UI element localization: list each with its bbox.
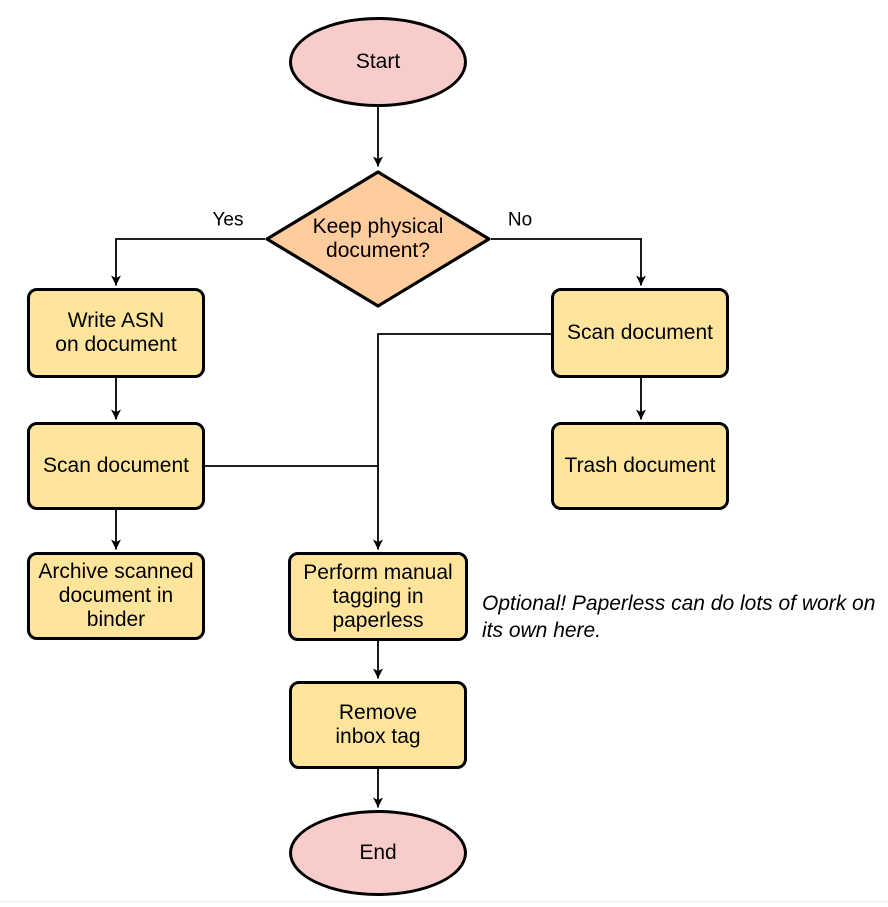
node-trash-document: Trash document bbox=[551, 422, 729, 510]
edge-decision-yes-to-write-asn bbox=[111, 238, 265, 286]
node-start: Start bbox=[289, 17, 467, 107]
edge-decision-no-to-scan-right bbox=[491, 238, 646, 286]
node-decision: Keep physical document? bbox=[266, 171, 490, 307]
edge-scan-right-to-perform bbox=[373, 333, 551, 550]
node-remove-inbox-tag: Remove inbox tag bbox=[289, 681, 467, 769]
node-scan-document-right: Scan document bbox=[551, 288, 729, 378]
node-scan-document-left-label: Scan document bbox=[43, 454, 189, 477]
decision-diamond-shape bbox=[265, 170, 491, 308]
node-start-label: Start bbox=[355, 50, 401, 73]
node-end: End bbox=[289, 810, 467, 896]
node-write-asn-label: Write ASN on document bbox=[55, 309, 177, 356]
node-scan-document-right-label: Scan document bbox=[567, 321, 713, 344]
node-perform-tagging: Perform manual tagging in paperless bbox=[288, 552, 468, 641]
page-bottom-divider bbox=[0, 901, 888, 902]
edge-label-no: No bbox=[507, 209, 533, 231]
node-decision-label: Keep physical document? bbox=[312, 215, 444, 262]
node-archive-binder: Archive scanned document in binder bbox=[27, 552, 205, 640]
node-archive-binder-label: Archive scanned document in binder bbox=[38, 560, 194, 631]
node-end-label: End bbox=[359, 841, 397, 864]
optional-annotation: Optional! Paperless can do lots of work … bbox=[482, 592, 876, 642]
node-scan-document-left: Scan document bbox=[27, 422, 205, 510]
node-trash-document-label: Trash document bbox=[564, 454, 716, 477]
node-remove-inbox-tag-label: Remove inbox tag bbox=[335, 701, 421, 748]
node-write-asn: Write ASN on document bbox=[27, 288, 205, 378]
node-perform-tagging-label: Perform manual tagging in paperless bbox=[303, 560, 453, 632]
edge-label-yes: Yes bbox=[212, 209, 244, 231]
